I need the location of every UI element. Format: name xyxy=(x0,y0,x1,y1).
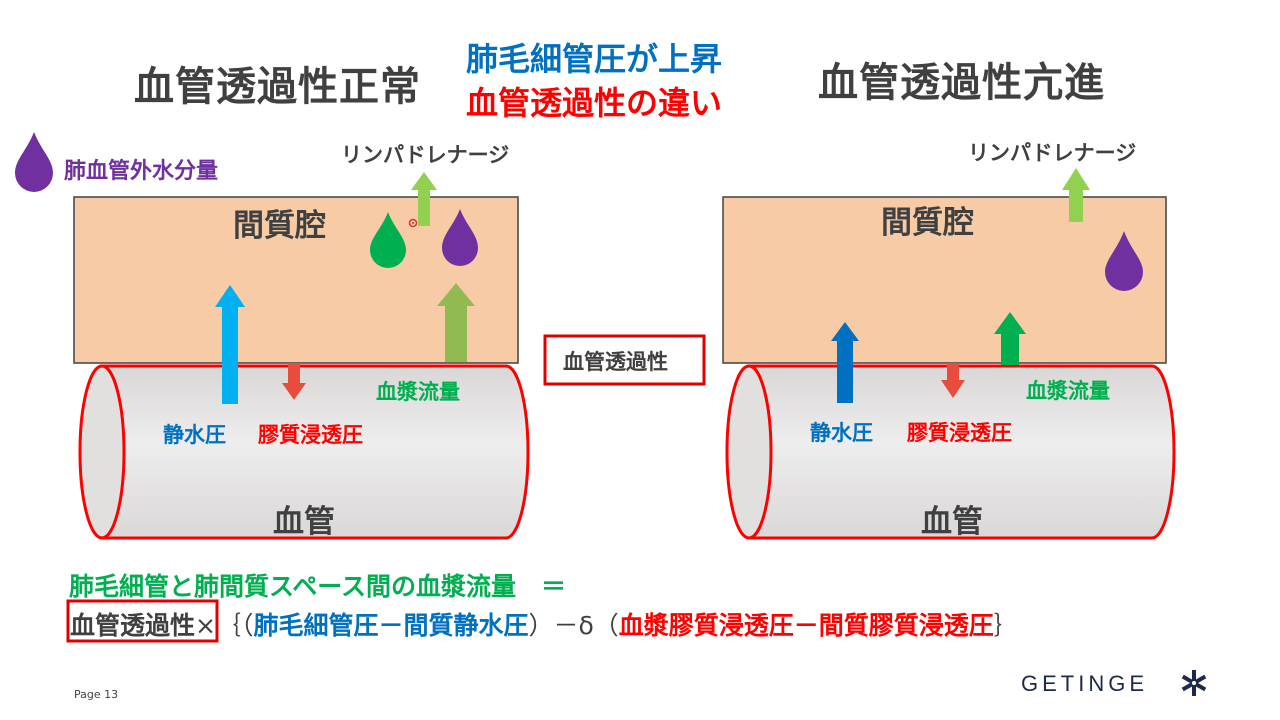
page-number: Page 13 xyxy=(74,688,119,701)
right-purple-droplet-icon xyxy=(1105,231,1143,291)
legend-droplet-icon xyxy=(15,132,53,192)
left-lymph-label: リンパドレナージ xyxy=(341,143,510,167)
left-vessel-label: 血管 xyxy=(273,504,335,540)
getinge-logo-icon xyxy=(1181,670,1207,696)
formula-pressure-diff: 肺毛細管圧－間質静水圧 xyxy=(253,611,529,640)
cursor-marker-icon xyxy=(408,218,418,228)
formula-permeability-box xyxy=(66,599,219,643)
right-title: 血管透過性亢進 xyxy=(818,60,1105,106)
right-hydrostatic-arrow xyxy=(831,322,859,403)
left-purple-droplet-icon xyxy=(442,209,478,266)
left-plasma-flow-label: 血漿流量 xyxy=(376,380,460,404)
left-lymph-arrow xyxy=(411,172,437,226)
right-oncotic-arrow xyxy=(941,363,965,398)
left-hydrostatic-label: 静水圧 xyxy=(163,423,226,447)
right-interstitium-label: 間質腔 xyxy=(881,205,974,241)
formula-close-brace: ｝ xyxy=(993,611,1019,640)
left-oncotic-label: 膠質浸透圧 xyxy=(258,423,363,447)
formula-permeability: 血管透過性 xyxy=(70,611,196,640)
left-oncotic-arrow xyxy=(282,363,306,400)
right-lymph-arrow xyxy=(1062,168,1090,222)
formula-line1: 肺毛細管と肺間質スペース間の血漿流量 ＝ xyxy=(69,572,567,601)
right-hydrostatic-label: 静水圧 xyxy=(810,421,873,445)
left-vessel-cylinder xyxy=(78,364,530,540)
center-permeability-box xyxy=(543,334,706,386)
right-plasma-flow-arrow xyxy=(994,312,1026,365)
formula-close-minus-delta: ）－δ（ xyxy=(528,611,619,640)
right-lymph-label: リンパドレナージ xyxy=(968,141,1137,165)
legend-label: 肺血管外水分量 xyxy=(64,159,219,184)
left-interstitium-box xyxy=(73,196,519,364)
right-plasma-flow-label: 血漿流量 xyxy=(1026,379,1110,403)
right-vessel-cylinder xyxy=(725,364,1176,540)
right-vessel-label: 血管 xyxy=(921,504,983,540)
center-permeability-label: 血管透過性 xyxy=(563,350,668,374)
formula-times-open: ×｛（ xyxy=(195,611,254,640)
left-plasma-flow-arrow xyxy=(437,283,475,362)
left-interstitium-label: 間質腔 xyxy=(233,208,326,244)
left-hydrostatic-arrow xyxy=(215,285,245,404)
left-green-droplet-icon xyxy=(370,212,406,268)
brand-logo-text: GETINGE xyxy=(1021,671,1149,696)
formula-line2: 血管透過性×｛（肺毛細管圧－間質静水圧）－δ（血漿膠質浸透圧－間質膠質浸透圧｝ xyxy=(70,606,1019,642)
formula-oncotic-diff: 血漿膠質浸透圧－間質膠質浸透圧 xyxy=(618,611,994,640)
right-interstitium-box xyxy=(722,196,1167,364)
right-oncotic-label: 膠質浸透圧 xyxy=(907,421,1012,445)
center-title-line2: 血管透過性の違い xyxy=(466,84,723,122)
center-title-line1: 肺毛細管圧が上昇 xyxy=(466,40,723,78)
left-title: 血管透過性正常 xyxy=(134,64,421,110)
